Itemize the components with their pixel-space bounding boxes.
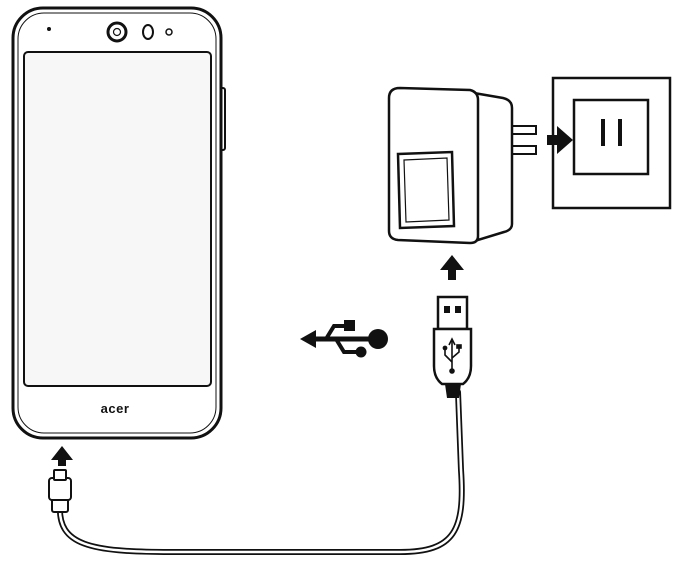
smartphone: acer — [11, 6, 226, 440]
usb-a-plug — [432, 295, 473, 398]
phone-inner-bezel — [17, 12, 217, 434]
phone-brand-logo: acer — [101, 401, 130, 416]
cable-inner — [58, 390, 463, 554]
wall-outlet — [551, 76, 672, 210]
usb-symbol-icon — [300, 320, 388, 358]
arrow-up-icon — [440, 255, 464, 280]
power-adapter — [387, 86, 537, 245]
phone-screen — [23, 51, 212, 387]
arrow-right-icon — [547, 126, 573, 154]
adapter-prong-bottom — [509, 145, 537, 155]
outlet-socket — [572, 98, 650, 176]
sensor-dot — [47, 27, 51, 31]
outlet-slot-left — [601, 119, 605, 146]
adapter-usb-port — [396, 150, 456, 230]
adapter-prong-top — [509, 125, 537, 135]
arrow-up-icon — [51, 446, 73, 466]
front-flash-icon — [142, 24, 154, 40]
outlet-slot-right — [618, 119, 622, 146]
usb-cable — [48, 295, 473, 555]
usb-symbol-small-icon — [442, 337, 462, 374]
proximity-sensor — [165, 28, 173, 36]
micro-usb-plug — [48, 469, 72, 513]
